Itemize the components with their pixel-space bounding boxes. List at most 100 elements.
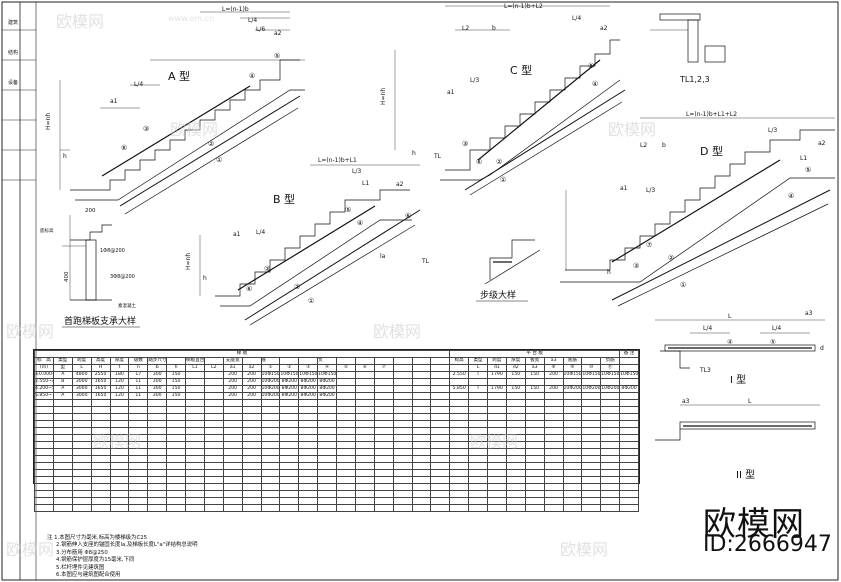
table-cell: [430, 469, 451, 477]
table-cell: [373, 357, 394, 365]
table-cell: [71, 476, 92, 484]
table-group-header: 梯 板平 台 板备 注: [33, 350, 639, 358]
table-cell: [562, 413, 583, 421]
table-cell: [543, 462, 564, 470]
watermark: 欧模网: [93, 432, 142, 451]
table-cell: [260, 420, 281, 428]
table-cell: [128, 420, 149, 428]
table-cell: [185, 462, 205, 470]
c-hnh-dim: H=nh: [380, 88, 387, 105]
table-cell: [260, 427, 281, 435]
table-cell: [373, 504, 394, 512]
type-d-section: [560, 117, 835, 307]
table-cell: 8Φ200: [619, 385, 639, 393]
table-cell: [203, 420, 224, 428]
support-rebar-1: 1Φ8@200: [100, 248, 125, 254]
table-cell: [600, 483, 621, 491]
table-cell: [430, 399, 451, 407]
table-cell: [90, 504, 111, 512]
table-cell: [279, 357, 300, 365]
table-cell: ①: [260, 364, 281, 372]
table-cell: 10Φ200: [260, 378, 281, 386]
table-cell: [128, 462, 149, 470]
table-cell: [392, 427, 413, 435]
table-cell: [298, 434, 319, 442]
table-cell: [562, 476, 583, 484]
table-cell: [203, 462, 224, 470]
table-cell: 11: [128, 392, 149, 400]
table-cell: [279, 441, 300, 449]
table-cell: [581, 455, 602, 463]
b-mark-5: ⑤: [345, 206, 351, 214]
a-l4-dim-2: L/4: [134, 81, 143, 88]
table-cell: 3000: [71, 378, 92, 386]
table-cell: [260, 399, 281, 407]
type-c-label: C 型: [510, 63, 532, 77]
table-cell: [336, 434, 356, 442]
c-a2-dim: a2: [600, 25, 608, 32]
table-cell: [468, 497, 488, 505]
table-cell: [487, 483, 507, 491]
table-cell: [562, 427, 583, 435]
table-cell: d2: [505, 364, 526, 372]
table-cell: [505, 399, 526, 407]
table-cell: [52, 476, 73, 484]
table-cell: [166, 462, 186, 470]
table-cell: [524, 399, 545, 407]
table-cell: [336, 357, 356, 365]
table-cell: [392, 455, 413, 463]
table-cell: [411, 483, 432, 491]
table-cell: ②: [279, 364, 300, 372]
table-cell: [109, 406, 130, 414]
c-l2-dim: L2: [462, 25, 469, 32]
border-label-equip: 设备: [8, 79, 18, 86]
table-cell: ③: [298, 364, 319, 372]
table-cell: [241, 455, 262, 463]
table-cell: [468, 378, 488, 386]
table-cell: [203, 371, 224, 379]
table-cell: [619, 434, 639, 442]
table-cell: [298, 413, 319, 421]
table-cell: [241, 462, 262, 470]
table-cell: [185, 497, 205, 505]
table-cell: [241, 441, 262, 449]
table-cell: [166, 399, 186, 407]
table-cell: [392, 392, 413, 400]
table-cell: [581, 476, 602, 484]
table-cell: 1790: [487, 385, 507, 393]
table-cell: [449, 413, 470, 421]
table-cell: [34, 448, 54, 456]
table-cell: 200: [222, 378, 243, 386]
table-cell: [34, 497, 54, 505]
table-cell: [147, 441, 168, 449]
table-cell: [411, 371, 432, 379]
table-cell: 底筋: [562, 357, 583, 365]
table-cell: [34, 406, 54, 414]
table-cell: [543, 378, 564, 386]
table-cell: [336, 420, 356, 428]
a-l6-dim: L/6: [256, 26, 265, 33]
b-tl-dim: TL: [421, 258, 430, 265]
table-cell: [90, 462, 111, 470]
table-row: ±0.000~2.550A480025501801730015020020010…: [34, 371, 639, 379]
step-detail: [484, 239, 541, 285]
i-l4-dim: L/4: [703, 325, 712, 332]
table-cell: [562, 497, 583, 505]
table-cell: 标 高: [34, 357, 54, 365]
table-cell: [619, 483, 639, 491]
d-mark-3: ③: [633, 262, 639, 270]
i-tl3-label: TL3: [699, 367, 711, 374]
table-cell: [562, 378, 583, 386]
table-cell: [298, 483, 319, 491]
table-cell: [524, 427, 545, 435]
table-cell: [505, 378, 526, 386]
table-cell: 150: [166, 392, 186, 400]
table-cell: [543, 448, 564, 456]
table-row: [34, 462, 639, 470]
table-cell: [71, 455, 92, 463]
table-cell: [543, 476, 564, 484]
table-cell: [203, 497, 224, 505]
table-cell: [581, 490, 602, 498]
table-cell: [166, 469, 186, 477]
table-cell: [619, 406, 639, 414]
